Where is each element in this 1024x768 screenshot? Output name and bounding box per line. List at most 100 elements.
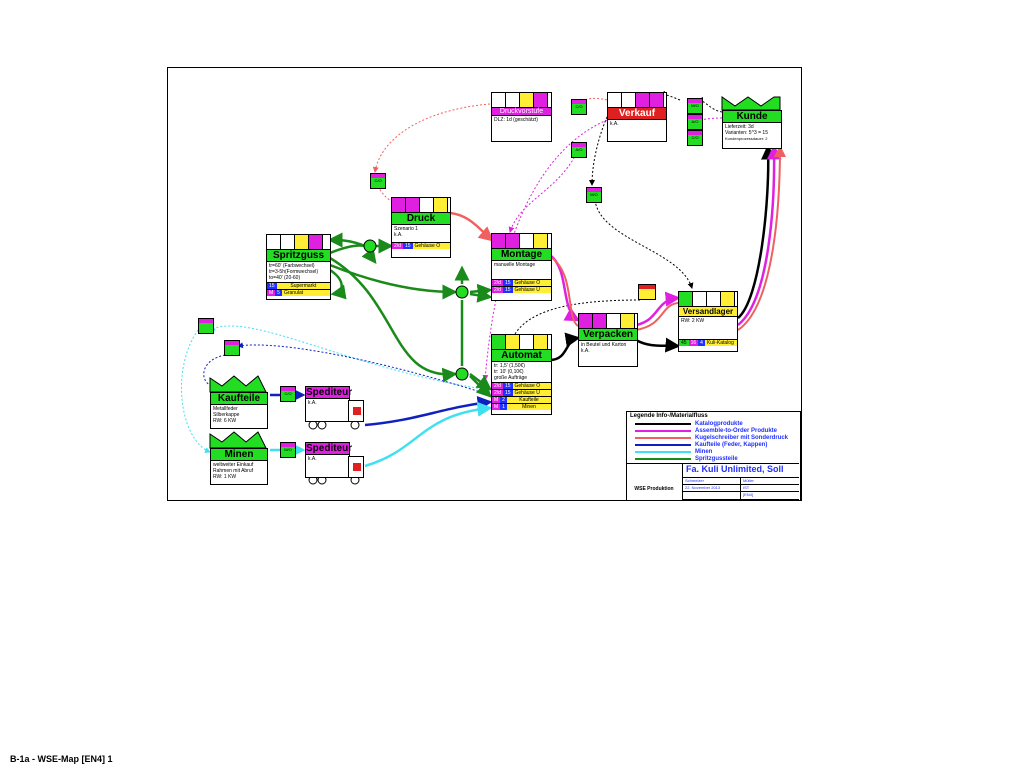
process-info: RW: 2 KW [681, 318, 705, 324]
kanban-card[interactable]: C/O [687, 130, 703, 146]
title-block-cell: [EN4] [740, 492, 799, 500]
truck-wheel [308, 420, 318, 430]
process-title: Montage [492, 248, 551, 261]
kanban-card-header [688, 99, 702, 103]
kanban-card[interactable]: A/O [571, 142, 587, 158]
info-line: k.A. [581, 348, 590, 354]
truck-cab-icon [348, 400, 364, 422]
kanban-card-header [225, 341, 239, 345]
legend-item: Minen [627, 448, 800, 455]
cell: M [492, 404, 501, 410]
kanban-card-header [572, 143, 586, 147]
truck-cab-icon [348, 456, 364, 478]
info-line: Lieferzeit: 3d [725, 124, 754, 130]
kanban-card[interactable]: M/O [586, 187, 602, 203]
slide-footer: B-1a - WSE-Map [EN4] 1 [10, 754, 113, 764]
cell: Gehäuse U [512, 287, 551, 293]
cell: M [267, 290, 276, 296]
process-info: tr=60' (Farbwechsel)tr=3-5h(Formwechsel)… [267, 262, 330, 282]
cell: 2/d [492, 390, 503, 396]
kanban-card[interactable]: M/O [280, 442, 296, 458]
stock-icon [309, 235, 323, 249]
title-block-cell: Müller [740, 478, 799, 485]
process-spediteur-1[interactable]: Spediteur k.A. [305, 386, 353, 422]
info-flow [508, 299, 641, 346]
operator-icon [295, 235, 309, 249]
process-icon-row [267, 235, 330, 249]
cell: 15 [502, 287, 513, 293]
process-title: Verkauf [608, 107, 666, 120]
kanban-card-label: M/O [281, 447, 295, 457]
kanban-icon [679, 292, 693, 306]
stock-icon [406, 198, 420, 212]
fifo-circle [363, 239, 377, 253]
truck-cargo-icon [353, 407, 361, 415]
process-spritzguss[interactable]: Spritzguss tr=60' (Farbwechsel)tr=3-5h(F… [266, 234, 331, 300]
process-title: Druckvorstufe [492, 107, 551, 116]
kanban-card-label: C/O [371, 178, 385, 188]
legend-swatch [635, 436, 691, 439]
kanban-card-header [688, 115, 702, 119]
process-info: DLZ: 1d (geschätzt) [494, 117, 538, 123]
kanban-post[interactable] [638, 284, 656, 300]
process-icon-row [492, 234, 551, 248]
stock-icon [593, 314, 607, 328]
process-info: k.A. [308, 400, 317, 406]
legend-swatch [635, 422, 691, 425]
info-line: große Aufträge [494, 375, 528, 381]
timer-icon [520, 335, 534, 349]
info-line: k.A. [394, 232, 403, 238]
material-flow [737, 145, 786, 331]
kanban-card[interactable]: C/O [370, 173, 386, 189]
legend-swatch [635, 457, 691, 460]
kanban-card[interactable]: C/O [280, 386, 296, 402]
stock-icon [392, 198, 406, 212]
legend-label: Minen [695, 448, 713, 455]
timer-icon [520, 234, 534, 248]
process-icon-row [492, 335, 551, 349]
cell: Gehäuse O [512, 280, 551, 286]
material-flow [361, 247, 377, 265]
kanban-card[interactable]: A/O [687, 114, 703, 130]
process-verkauf[interactable]: Verkauf k.A. [607, 92, 667, 142]
kanban-card[interactable]: C/O [571, 99, 587, 115]
timer-icon [608, 93, 622, 107]
material-flow [737, 144, 782, 326]
info-line: tr: 10' (0,10€) [494, 369, 524, 375]
title-block-cell: IST [740, 485, 799, 492]
process-title: Spediteur [306, 387, 353, 399]
cell: 2/d [492, 280, 503, 286]
kanban-card-label: A/O [572, 147, 586, 157]
material-flow [635, 291, 681, 327]
operator-icon [520, 93, 534, 107]
process-automat[interactable]: Automat tr: 1,5' (1,50€)tr: 10' (0,10€)g… [491, 334, 552, 415]
kanban-card[interactable] [198, 318, 214, 334]
timer-icon [607, 314, 621, 328]
operator-icon [621, 314, 635, 328]
kanban-card-header [572, 100, 586, 104]
operator-icon [534, 234, 548, 248]
legend-item: Spritzgussteile [627, 455, 800, 462]
process-spediteur-2[interactable]: Spediteur k.A. [305, 442, 352, 478]
cell: Kaufteile [506, 397, 551, 403]
kanban-card-label [199, 323, 213, 333]
process-title: Minen [211, 449, 267, 461]
kanban-card[interactable]: M/O [687, 98, 703, 114]
title-block-label: WSE Produktion [634, 486, 674, 492]
cell: Granulat [281, 290, 330, 296]
kanban-card[interactable] [224, 340, 240, 356]
process-druckvorstufe[interactable]: Druckvorstufe DLZ: 1d (geschätzt) [491, 92, 552, 142]
